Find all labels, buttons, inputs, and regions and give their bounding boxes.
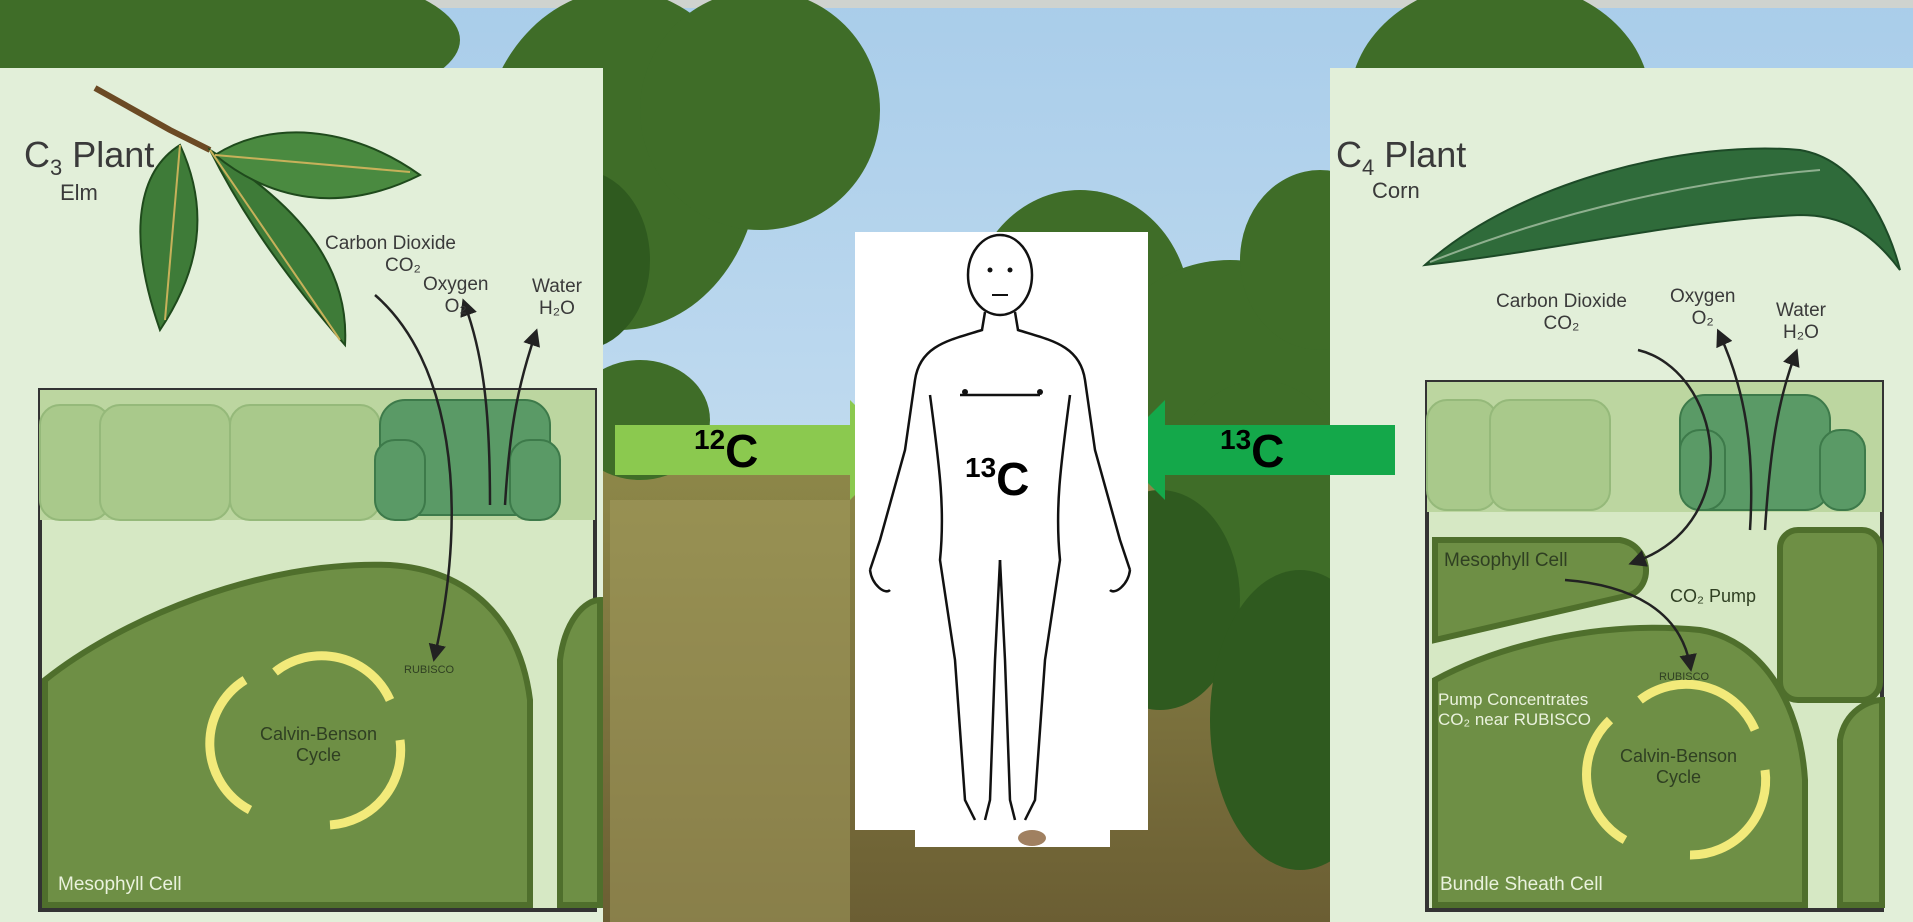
c3-o2-label: Oxygen O₂ [423, 274, 488, 318]
label-13c-incoming: 13C [1220, 428, 1284, 474]
c4-mesophyll-label: Mesophyll Cell [1444, 550, 1568, 572]
c4-pump-label: CO₂ Pump [1670, 586, 1756, 607]
c4-calvin-cycle-label: Calvin-Benson Cycle [1620, 746, 1737, 788]
c4-cell-label: Bundle Sheath Cell [1440, 874, 1603, 896]
label-12c: 12C [694, 428, 758, 474]
c3-calvin-cycle-label: Calvin-Benson Cycle [260, 724, 377, 766]
c3-species: Elm [60, 180, 98, 206]
c4-water-label: Water H₂O [1776, 300, 1826, 344]
human-figure [855, 232, 1148, 847]
c4-species: Corn [1372, 178, 1420, 204]
c4-co2-label: Carbon Dioxide CO₂ [1496, 291, 1627, 335]
c3-co2-label: Carbon Dioxide CO₂ [325, 233, 456, 277]
c3-rubisco: RUBISCO [404, 664, 454, 676]
c4-pump-note: Pump Concentrates CO₂ near RUBISCO [1438, 690, 1591, 730]
label-13c-body: 13C [965, 456, 1029, 502]
c3-cell-label: Mesophyll Cell [58, 874, 182, 896]
c4-title: C4 Plant [1336, 134, 1466, 181]
c3-title: C3 Plant [24, 134, 154, 181]
c4-o2-label: Oxygen O₂ [1670, 286, 1735, 330]
c3-water-label: Water H₂O [532, 276, 582, 320]
c4-rubisco: RUBISCO [1659, 671, 1709, 683]
